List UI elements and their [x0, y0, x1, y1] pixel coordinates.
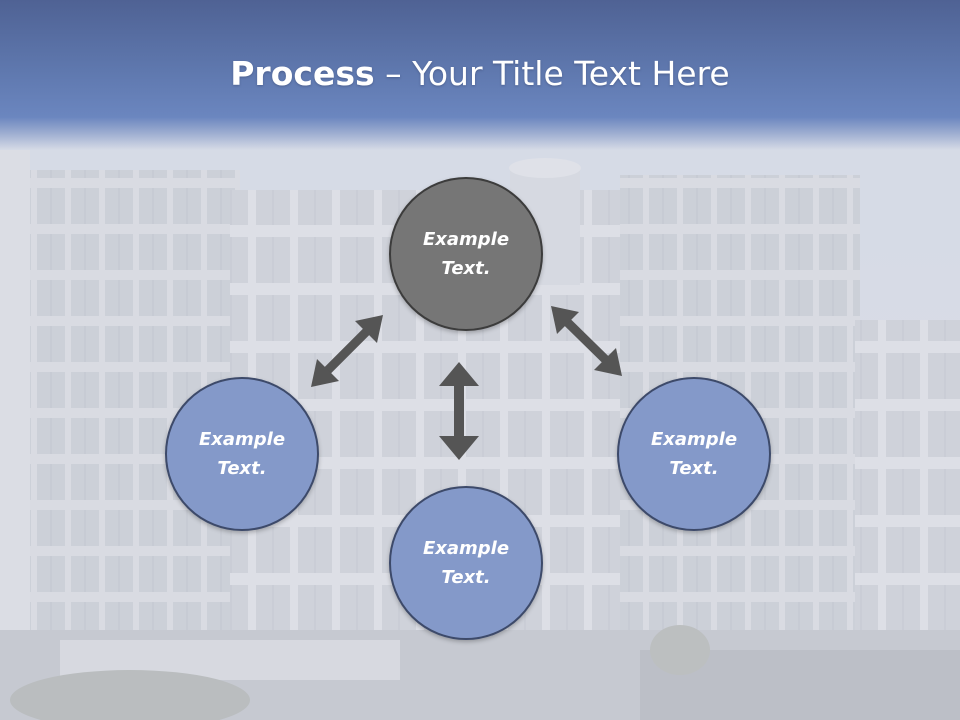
process-node-bottom[interactable]: Example Text. [389, 486, 543, 640]
process-node-right[interactable]: Example Text. [617, 377, 771, 531]
process-node-left[interactable]: Example Text. [165, 377, 319, 531]
process-node-top[interactable]: Example Text. [389, 177, 543, 331]
title-rest-part: – Your Title Text Here [374, 54, 730, 93]
slide-title[interactable]: Process – Your Title Text Here [0, 50, 960, 98]
title-band [0, 0, 960, 150]
process-node-left-text: Example Text. [198, 429, 286, 479]
process-node-top-text: Example Text. [422, 229, 510, 279]
process-node-right-text: Example Text. [650, 429, 738, 479]
title-bold-part: Process [230, 54, 375, 93]
process-node-bottom-text: Example Text. [422, 538, 510, 588]
